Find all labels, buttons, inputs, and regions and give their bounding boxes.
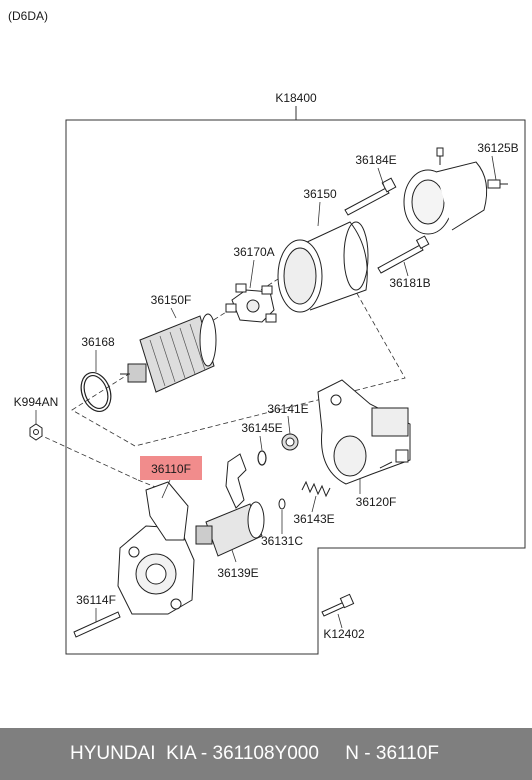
label-36141e: 36141E: [267, 402, 308, 416]
label-36114f: 36114F: [76, 593, 116, 607]
spring-36143e: [301, 480, 331, 498]
housing-36120f: [317, 379, 411, 485]
bolt-36181b: [377, 235, 430, 274]
leader-lines: [35, 155, 497, 629]
label-36181b: 36181B: [389, 276, 430, 290]
label-36184e: 36184E: [355, 153, 396, 167]
parts-diagram: (D6DA) K18400 36184E 36125B 36150 36170A…: [8, 9, 526, 655]
label-36110f: 36110F: [151, 462, 191, 476]
highlight-box-36110f: [140, 456, 202, 480]
label-36150: 36150: [303, 187, 337, 201]
assembly-frame: [65, 119, 526, 655]
bolt-36114f: [73, 611, 121, 638]
label-36170a: 36170A: [233, 245, 274, 259]
yoke-36150: [277, 221, 369, 313]
label-36145e: 36145E: [241, 421, 282, 435]
clutch-36139e: [195, 501, 265, 557]
gear-36141e: [281, 433, 299, 451]
label-36125b: 36125B: [477, 141, 518, 155]
label-k994an: K994AN: [14, 395, 59, 409]
bolt-36184e: [344, 177, 397, 216]
screw-36125b: [487, 179, 508, 189]
label-36143e: 36143E: [293, 512, 334, 526]
label-36131c: 36131C: [261, 534, 303, 548]
brush-holder-36170a: [225, 283, 277, 323]
diagram-code-label: (D6DA): [8, 9, 48, 23]
lever-36110f: [225, 453, 247, 509]
nut-k994an: [29, 423, 43, 441]
part-number-footer: HYUNDAI KIA - 361108Y000 N - 36110F: [0, 728, 532, 780]
bolt-k12402: [321, 593, 355, 617]
label-36150f: 36150F: [151, 293, 192, 307]
label-k18400: K18400: [275, 91, 317, 105]
label-k12402: K12402: [323, 627, 365, 641]
label-36120f: 36120F: [356, 495, 397, 509]
rear-cap-part: [403, 147, 488, 235]
label-36168: 36168: [81, 335, 115, 349]
armature-36150f: [120, 313, 217, 393]
o-ring-36168: [80, 372, 112, 412]
front-bracket: [117, 481, 195, 615]
label-36139e: 36139E: [217, 566, 258, 580]
ball-36131c: [278, 498, 286, 510]
ring-36145e: [257, 450, 267, 466]
